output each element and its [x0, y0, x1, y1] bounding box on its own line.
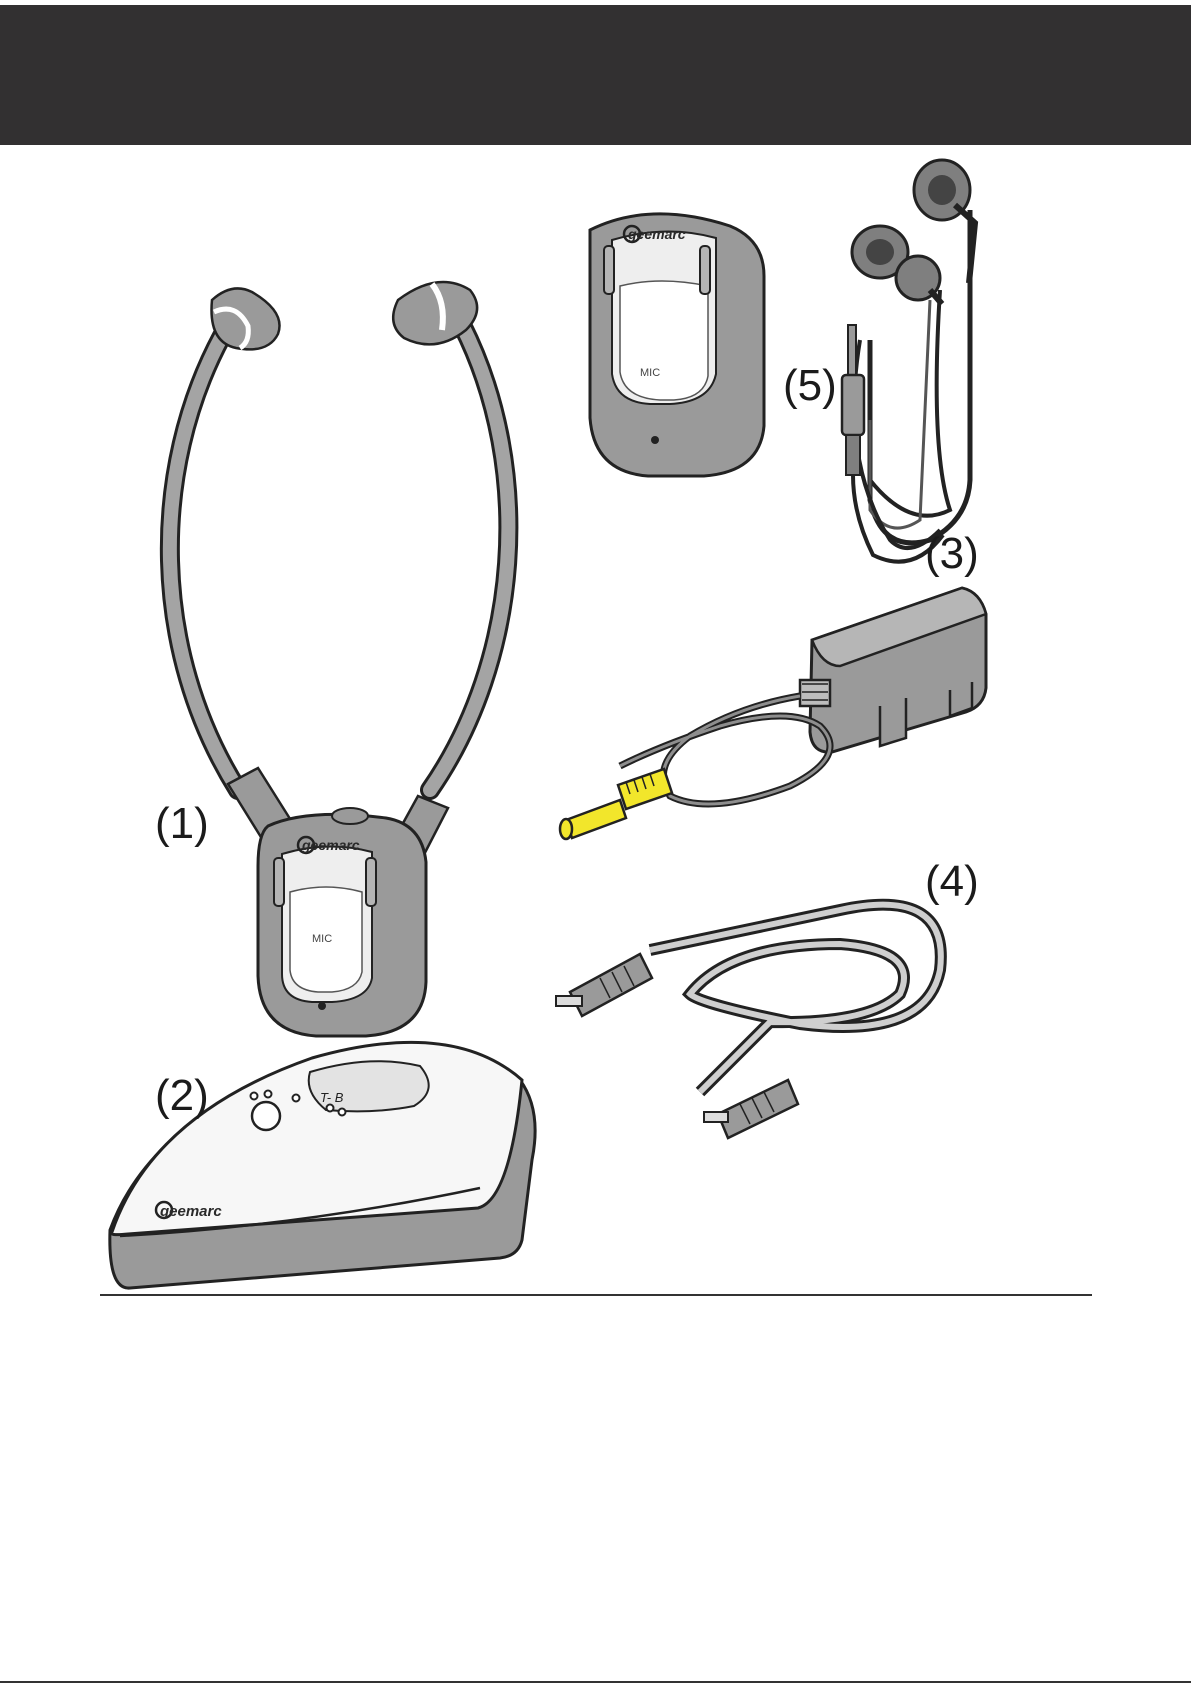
receiver-headset-illustration: geemarc MIC: [170, 282, 509, 1036]
optical-cable-illustration: [556, 905, 941, 1138]
left-ear-tip: [212, 288, 280, 349]
earphones-illustration: [842, 160, 975, 562]
callout-3: (3): [925, 529, 979, 578]
callout-2: (2): [155, 1071, 209, 1120]
second-receiver-illustration: geemarc MIC: [590, 214, 764, 476]
receiver-mic-label: MIC: [312, 933, 332, 945]
second-receiver-mic-label: MIC: [640, 367, 660, 379]
callout-1: (1): [155, 799, 209, 848]
receiver-brand-logo: geemarc: [301, 837, 360, 853]
callout-5: (5): [783, 361, 837, 410]
base-panel-marks: T- B: [320, 1090, 344, 1105]
section-divider: [100, 1294, 1092, 1296]
power-adapter-illustration: [560, 588, 986, 839]
page-bottom-edge: [0, 1681, 1191, 1683]
callout-4: (4): [925, 857, 979, 906]
second-receiver-brand-logo: geemarc: [627, 226, 686, 242]
base-brand-logo: geemarc: [159, 1203, 222, 1220]
